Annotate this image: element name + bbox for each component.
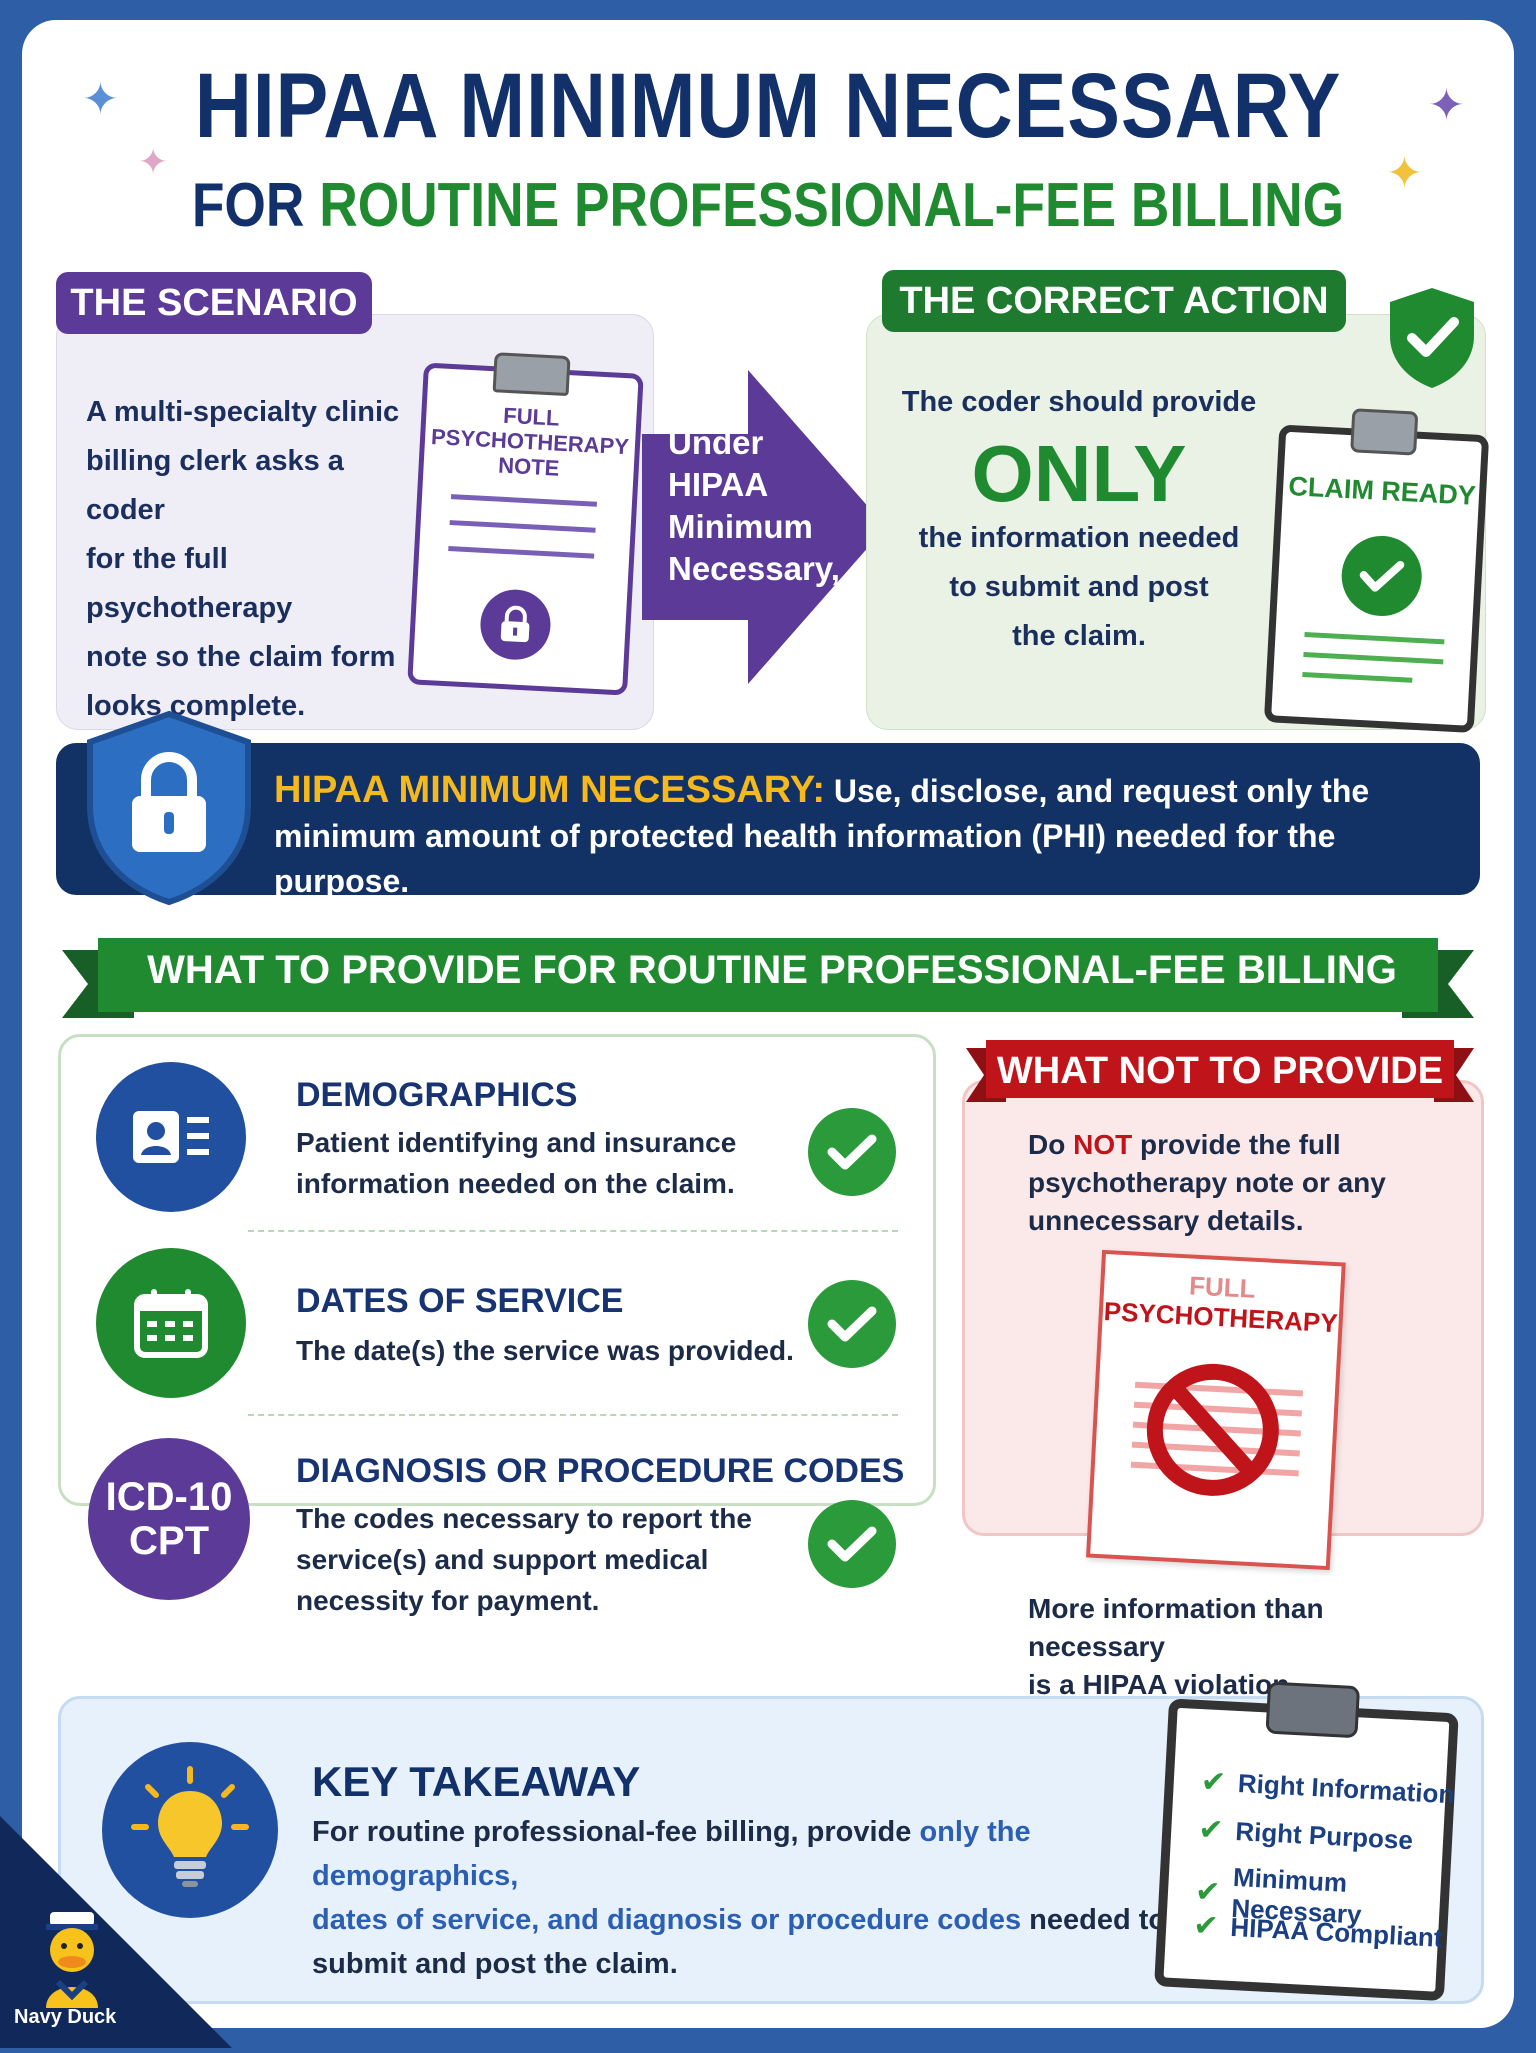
clipboard-title: FULL PSYCHOTHERAPY NOTE [430,402,630,481]
provide-ribbon-text: WHAT TO PROVIDE FOR ROUTINE PROFESSIONAL… [147,948,1397,992]
brand-name: Navy Duck [14,2006,117,2028]
shield-lock-icon [84,710,254,906]
clip-icon [1350,408,1419,456]
sparkle-icon: ✦ [1386,149,1423,198]
lock-icon [478,587,553,662]
sparkle-icon: ✦ [138,141,169,182]
dates-of-service-title: DATES OF SERVICE [296,1282,624,1320]
psychotherapy-note-clipboard: FULL PSYCHOTHERAPY NOTE [407,349,644,696]
shield-check-icon [1386,286,1478,390]
not-provide-ribbon [966,1040,1474,1110]
claim-ready-clipboard: CLAIM READY [1263,404,1500,735]
clip-icon [492,352,571,397]
correct-action-text: the information needed to submit and pos… [918,522,1240,652]
correct-action-only: ONLY [971,429,1187,518]
check-icon [808,1500,896,1588]
dates-of-service-desc: The date(s) the service was provided. [296,1335,794,1366]
divider [248,1414,898,1416]
checklist-clipboard: ✔Right Information ✔Right Purpose ✔Minim… [1154,1676,1470,2002]
not-provide-text: Do NOT provide the full psychotherapy no… [1028,1129,1386,1236]
check-icon: ✔ [1192,1908,1220,1944]
correct-action-intro: The coder should provide [901,386,1257,418]
definition-text: HIPAA MINIMUM NECESSARY: Use, disclose, … [274,769,1370,899]
divider [248,1230,898,1232]
codes-title: DIAGNOSIS OR PROCEDURE CODES [296,1452,905,1490]
check-icon: ✔ [1197,1813,1225,1848]
check-circle-icon [1339,533,1424,619]
not-provide-footer: More information than necessary is a HIP… [1028,1593,1324,1700]
codes-desc: The codes necessary to report the servic… [296,1503,752,1616]
infographic-page: ✦ ✦ ✦ ✦ HIPAA MINIMUM NECESSARY FOR ROUT… [22,20,1514,2028]
psychotherapy-document: FULL PSYCHOTHERAPY [1086,1249,1346,1571]
page-title: HIPAA MINIMUM NECESSARY [194,55,1342,157]
id-card-icon [96,1062,246,1212]
check-icon [808,1280,896,1368]
arrow-shape [642,370,886,684]
demographics-title: DEMOGRAPHICS [296,1076,578,1114]
provide-ribbon [62,938,1474,1030]
scenario-label: THE SCENARIO [56,272,372,334]
sparkle-icon: ✦ [82,75,119,124]
calendar-icon [96,1248,246,1398]
sparkle-icon: ✦ [1428,81,1465,130]
page-subtitle: FOR ROUTINE PROFESSIONAL-FEE BILLING [191,171,1345,240]
clip-icon [1265,1681,1361,1739]
lightbulb-icon [102,1742,278,1918]
demographics-desc: Patient identifying and insurance inform… [296,1127,737,1199]
prohibited-icon [1139,1356,1286,1503]
definition-bar [56,743,1480,895]
icd-cpt-badge: ICD-10 CPT [88,1438,250,1600]
takeaway-text: For routine professional-fee billing, pr… [312,1816,1167,1980]
duck-logo-icon [32,1908,112,2008]
check-icon: ✔ [1194,1874,1222,1909]
check-icon [808,1108,896,1196]
check-icon: ✔ [1199,1765,1227,1800]
arrow-text: Under HIPAA Minimum Necessary, [668,424,840,587]
takeaway-title: KEY TAKEAWAY [312,1758,641,1805]
document-title: FULL PSYCHOTHERAPY [1103,1270,1339,1339]
scenario-text: A multi-specialty clinic billing clerk a… [86,396,400,722]
not-provide-label: WHAT NOT TO PROVIDE [996,1050,1444,1092]
correct-action-label: THE CORRECT ACTION [882,270,1346,332]
